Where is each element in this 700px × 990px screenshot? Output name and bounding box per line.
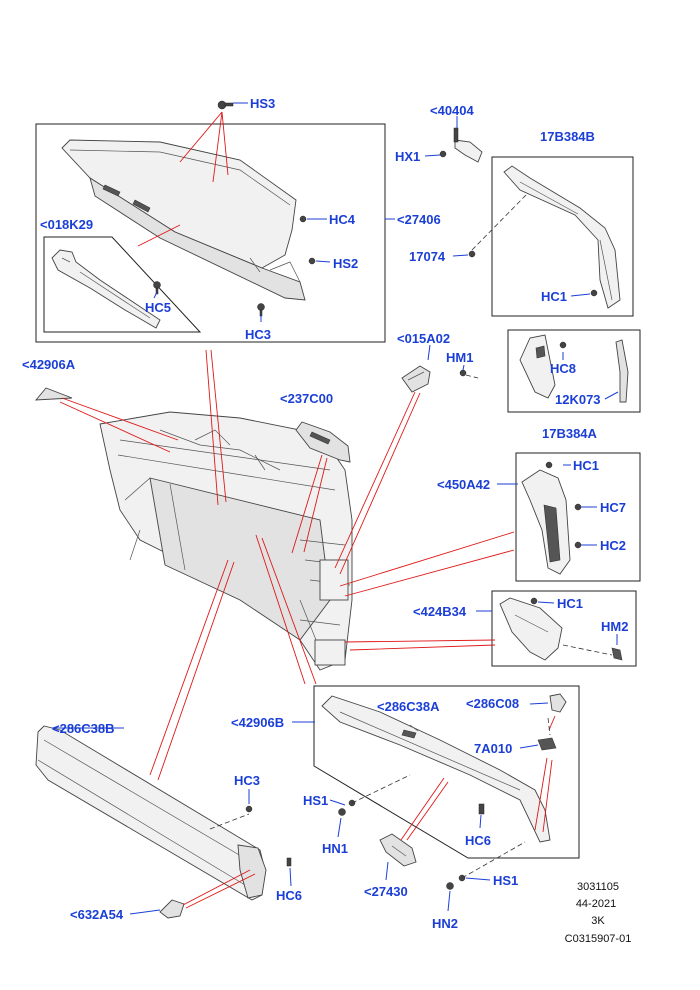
frame-17B384B <box>491 156 634 317</box>
fastener-hc3-top-icon <box>257 303 265 317</box>
fastener-hs1-b-icon <box>446 874 466 890</box>
part-286C08 <box>537 693 567 751</box>
fastener-hc6-a-icon <box>478 803 485 815</box>
trim-17B384A-part <box>519 334 629 403</box>
ref-line-1: 3031105 <box>577 881 619 893</box>
trim-17B384B-part <box>468 165 621 309</box>
label-hc6-b: HC6 <box>276 888 302 903</box>
part-labels: HS3 <40404 HX1 17B384B <018K29 HC4 <2740… <box>22 96 628 931</box>
frame-42906B <box>313 685 580 859</box>
trim-018K29-part <box>51 249 161 329</box>
label-hc2: HC2 <box>600 538 626 553</box>
ref-line-3: 3K <box>591 915 605 927</box>
cover-237C00-part <box>295 421 351 463</box>
frame-parcel-shelf <box>35 123 386 343</box>
label-17B384A: 17B384A <box>542 426 598 441</box>
label-hc7: HC7 <box>600 500 626 515</box>
label-632A54: <632A54 <box>70 907 124 922</box>
label-286C38A: <286C38A <box>377 699 440 714</box>
label-hm1: HM1 <box>446 350 473 365</box>
body-structure <box>99 411 353 671</box>
dashed-assembly-lines <box>209 192 613 879</box>
label-015A02: <015A02 <box>397 331 450 346</box>
reference-block: 3031105 44-2021 3K C0315907-01 <box>565 881 632 945</box>
label-424B34: <424B34 <box>413 604 467 619</box>
label-286C38B: <286C38B <box>52 721 115 736</box>
trim-424B34-part <box>499 597 623 661</box>
label-hn2: HN2 <box>432 916 458 931</box>
fastener-hc4-icon <box>299 215 307 223</box>
trim-450A42-part <box>521 461 582 575</box>
bracket-015A02-part <box>401 365 467 393</box>
frame-018K29 <box>43 236 202 333</box>
frame-450A42 <box>515 452 641 582</box>
label-hx1: HX1 <box>395 149 420 164</box>
label-42906B: <42906B <box>231 715 284 730</box>
label-hc1-mid: HC1 <box>573 458 599 473</box>
label-286C08: <286C08 <box>466 696 519 711</box>
label-hc1-low: HC1 <box>557 596 583 611</box>
label-17074: 17074 <box>409 249 446 264</box>
label-hs3: HS3 <box>250 96 275 111</box>
label-237C00: <237C00 <box>280 391 333 406</box>
label-hc1-top: HC1 <box>541 289 567 304</box>
trim-286C38B-part <box>35 725 292 901</box>
label-40404: <40404 <box>430 103 475 118</box>
label-hs1-b: HS1 <box>493 873 518 888</box>
label-7A010: 7A010 <box>474 741 512 756</box>
parcel-shelf-part <box>61 139 306 301</box>
trim-42906B-part <box>321 695 551 843</box>
label-018K29: <018K29 <box>40 217 93 232</box>
label-hc8: HC8 <box>550 361 576 376</box>
label-hc3-bot: HC3 <box>234 773 260 788</box>
fastener-hc5-icon <box>153 281 161 295</box>
bracket-27430-part <box>379 833 417 867</box>
label-hc3-top: HC3 <box>245 327 271 342</box>
label-27430: <27430 <box>364 884 408 899</box>
label-42906A: <42906A <box>22 357 76 372</box>
label-hn1: HN1 <box>322 841 348 856</box>
ref-line-2: 44-2021 <box>576 898 616 910</box>
fastener-hs3-icon <box>217 100 234 110</box>
fastener-hs2-icon <box>308 257 316 265</box>
label-hc4: HC4 <box>329 212 356 227</box>
label-12K073: 12K073 <box>555 392 601 407</box>
label-hs1-a: HS1 <box>303 793 328 808</box>
label-27406: <27406 <box>397 212 441 227</box>
trim-42906A-part <box>34 387 73 401</box>
clip-632A54-part <box>159 899 185 919</box>
label-hm2: HM2 <box>601 619 628 634</box>
label-17B384B: 17B384B <box>540 129 595 144</box>
label-450A42: <450A42 <box>437 477 490 492</box>
ref-line-4: C0315907-01 <box>565 933 632 945</box>
bracket-40404-part <box>439 127 483 163</box>
frame-424B34 <box>491 590 637 667</box>
label-hc6-a: HC6 <box>465 833 491 848</box>
label-hs2: HS2 <box>333 256 358 271</box>
label-hc5: HC5 <box>145 300 171 315</box>
red-callout-lines <box>59 111 556 909</box>
blue-leader-lines <box>52 102 619 915</box>
frame-17B384A <box>507 329 641 413</box>
